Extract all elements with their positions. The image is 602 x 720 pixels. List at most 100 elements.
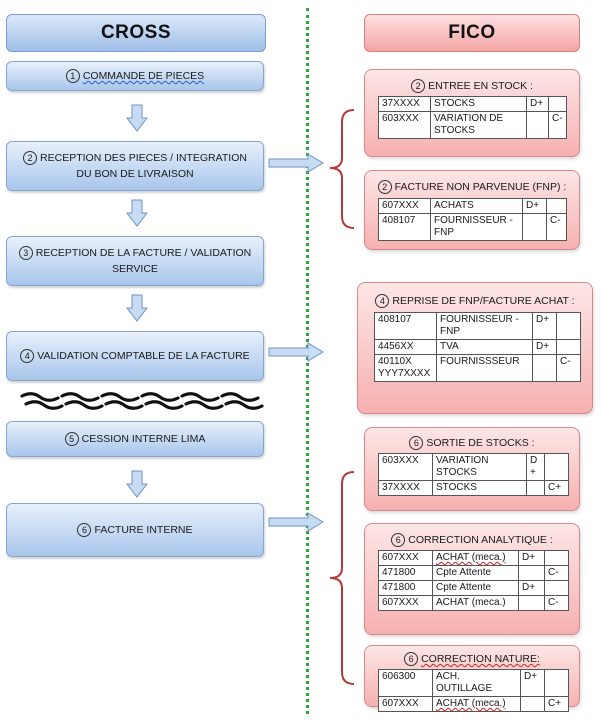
acct-cell: 607XXX <box>378 595 433 611</box>
credit-cell <box>544 550 569 566</box>
debit-cell: D+ <box>518 550 545 566</box>
label-cell: Cpte Attente <box>432 580 519 596</box>
credit-cell <box>544 669 569 697</box>
credit-cell <box>556 339 581 355</box>
step-3-label: RECEPTION DE LA FACTURE / VALIDATION SER… <box>35 247 252 275</box>
debit-cell <box>522 213 547 241</box>
debit-cell: D + <box>526 453 545 481</box>
step-1-number: 1 <box>65 69 80 84</box>
credit-cell: C- <box>544 595 569 611</box>
down-arrow-2 <box>126 199 148 227</box>
right-arrow-step-6 <box>268 512 324 532</box>
debit-cell <box>526 480 545 496</box>
fico-4-number: 6 <box>409 436 424 450</box>
debit-cell: D+ <box>526 96 549 112</box>
credit-cell: C- <box>556 354 581 382</box>
fico-2-title: FACTURE NON PARVENUE (FNP) : <box>394 180 567 193</box>
acct-cell: 408107 <box>374 312 437 340</box>
down-arrow-4 <box>126 470 148 498</box>
fico-header-label: FICO <box>448 22 496 43</box>
fico-6-number: 6 <box>404 652 419 666</box>
label-cell: STOCKS <box>432 480 527 496</box>
wavy-break-separator <box>20 392 264 410</box>
acct-cell: 603XXX <box>378 453 433 481</box>
step-6-number: 6 <box>77 523 92 538</box>
debit-cell: D+ <box>532 339 557 355</box>
acct-cell: 603XXX <box>378 111 431 139</box>
fico-6-title: CORRECTION NATURE: <box>421 652 540 665</box>
debit-cell: D+ <box>520 669 545 697</box>
fico-5-number: 6 <box>391 533 406 547</box>
credit-cell: C- <box>544 565 569 581</box>
down-arrow-1 <box>126 104 148 132</box>
label-cell: FOURNISSEUR - FNP <box>436 312 533 340</box>
debit-cell: D+ <box>522 198 547 214</box>
fico-4-title: SORTIE DE STOCKS : <box>426 436 535 449</box>
credit-cell: C- <box>546 213 567 241</box>
step-2-label: RECEPTION DES PIECES / INTEGRATION DU BO… <box>40 152 247 180</box>
acct-cell: 40110X YYY7XXXX <box>374 354 437 382</box>
acct-cell: 4456XX <box>374 339 437 355</box>
label-cell: ACHAT (meca.) <box>432 696 521 712</box>
step-1-label: COMMANDE DE PIECES <box>82 70 205 82</box>
credit-cell <box>544 580 569 596</box>
fico-2-number: 2 <box>377 180 392 194</box>
credit-cell <box>546 198 567 214</box>
acct-cell: 607XXX <box>378 696 433 712</box>
acct-cell: 471800 <box>378 565 433 581</box>
bracket-step-6 <box>329 471 355 685</box>
debit-cell <box>518 565 545 581</box>
label-cell: TVA <box>436 339 533 355</box>
debit-cell: D+ <box>532 312 557 340</box>
label-cell: ACHAT (meca.) <box>432 550 519 566</box>
fico-1-title: ENTREE EN STOCK : <box>428 79 533 92</box>
right-arrow-step-2 <box>268 153 324 173</box>
label-cell: Cpte Attente <box>432 565 519 581</box>
debit-cell <box>518 595 545 611</box>
label-cell: FOURNISSEUR - FNP <box>430 213 523 241</box>
step-5-label: CESSION INTERNE LIMA <box>81 433 206 445</box>
step-5-number: 5 <box>64 432 79 447</box>
acct-cell: 607XXX <box>378 550 433 566</box>
label-text: ACHAT (meca.) <box>436 552 506 563</box>
acct-cell: 37XXXX <box>378 96 431 112</box>
label-cell: STOCKS <box>430 96 527 112</box>
fico-5-title: CORRECTION ANALYTIQUE : <box>408 533 553 546</box>
right-arrow-step-4 <box>268 342 324 362</box>
acct-cell: 606300 <box>378 669 433 697</box>
label-cell: FOURNISSSEUR <box>436 354 533 382</box>
fico-3-number: 4 <box>375 294 390 308</box>
fico-header: FICO <box>364 14 580 52</box>
label-cell: ACHATS <box>430 198 523 214</box>
acct-cell: 471800 <box>378 580 433 596</box>
step-3-number: 3 <box>18 246 33 261</box>
step-4-number: 4 <box>20 349 35 364</box>
label-cell: ACHAT (meca.) <box>432 595 519 611</box>
bracket-step-2 <box>329 109 355 229</box>
fico-3-title: REPRISE DE FNP/FACTURE ACHAT : <box>392 294 575 307</box>
